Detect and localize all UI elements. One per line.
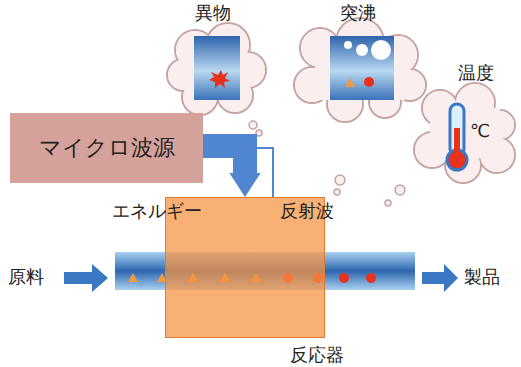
flow-arrow [64,264,108,292]
text-label: 原料 [8,266,44,288]
box-label: マイクロ波源 [39,133,175,163]
thought-cloud [294,18,426,195]
flow-arrow [422,264,458,292]
text-label: 異物 [195,2,231,24]
energy-arrow [203,146,261,197]
text-label: 温度 [458,62,494,84]
energy-arrow [203,142,273,198]
source-box: マイクロ波源 [10,113,203,183]
edge-label: エネルギー [112,200,202,222]
thought-cloud [385,83,515,206]
text-label: 製品 [464,266,500,288]
text-label: ℃ [470,120,490,142]
box-heading: 反応器 [290,343,344,367]
text-label: 突沸 [340,2,376,24]
edge-label: 反射波 [280,200,334,222]
